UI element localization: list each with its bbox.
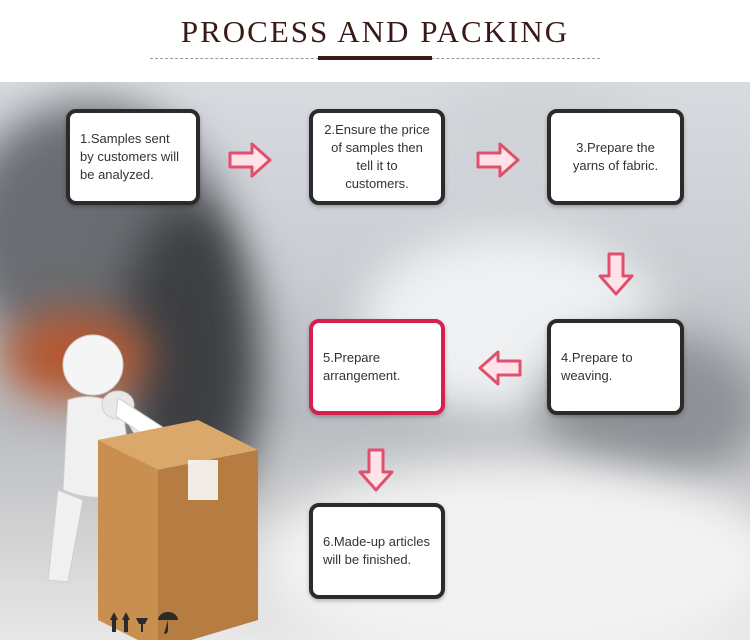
step-6: 6.Made-up articles will be finished. bbox=[309, 503, 445, 599]
header: PROCESS AND PACKING bbox=[0, 0, 750, 82]
title-underline bbox=[318, 56, 432, 60]
step-1: 1.Samples sent by customers will be anal… bbox=[66, 109, 200, 205]
page-title: PROCESS AND PACKING bbox=[180, 14, 570, 49]
step-2: 2.Ensure the price of samples then tell … bbox=[309, 109, 445, 205]
arrow-right-icon bbox=[228, 142, 272, 178]
step-6-text: 6.Made-up articles will be finished. bbox=[323, 534, 430, 567]
step-4-text: 4.Prepare to weaving. bbox=[561, 350, 633, 383]
arrow-right-icon bbox=[476, 142, 520, 178]
step-3-text: 3.Prepare the yarns of fabric. bbox=[572, 140, 659, 173]
arrow-down-icon bbox=[598, 252, 634, 296]
background-photo: 1.Samples sent by customers will be anal… bbox=[0, 82, 750, 640]
step-5-text: 5.Prepare arrangement. bbox=[323, 350, 401, 383]
step-4: 4.Prepare to weaving. bbox=[547, 319, 684, 415]
arrow-left-icon bbox=[478, 350, 522, 386]
step-5: 5.Prepare arrangement. bbox=[309, 319, 445, 415]
delivery-man-illustration bbox=[47, 334, 258, 640]
step-1-text: 1.Samples sent by customers will be anal… bbox=[80, 131, 179, 182]
arrow-down-icon bbox=[358, 448, 394, 492]
step-3: 3.Prepare the yarns of fabric. bbox=[547, 109, 684, 205]
package-handling-icons bbox=[110, 612, 178, 634]
step-2-text: 2.Ensure the price of samples then tell … bbox=[324, 122, 430, 191]
